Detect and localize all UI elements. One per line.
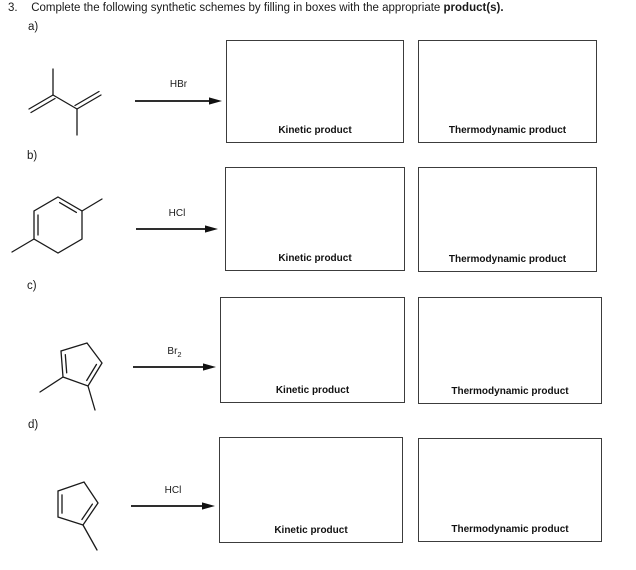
reagent-subscript: 2 [177, 350, 182, 359]
reagent-label-d: HCl [131, 485, 215, 498]
molecule-c-structure [39, 342, 103, 411]
molecule-b-structure [11, 196, 103, 254]
reagent-label-c: Br2 [133, 346, 216, 359]
thermodynamic-product-box-label: Thermodynamic product [451, 386, 569, 397]
kinetic-product-box-label: Kinetic product [278, 253, 352, 264]
thermodynamic-product-box-a[interactable]: Thermodynamic product [418, 40, 597, 143]
reagent-formula: Br [167, 346, 178, 357]
kinetic-product-box-label: Kinetic product [278, 125, 352, 136]
molecule-d-structure [57, 481, 99, 551]
question-text: Complete the following synthetic schemes… [31, 2, 441, 14]
thermodynamic-product-box-label: Thermodynamic product [448, 254, 567, 265]
question-title: 3. Complete the following synthetic sche… [8, 2, 504, 14]
reagent-formula: HCl [168, 208, 186, 219]
thermodynamic-product-box-c[interactable]: Thermodynamic product [418, 297, 602, 404]
thermodynamic-product-box-label: Thermodynamic product [448, 125, 567, 136]
thermodynamic-product-box-b[interactable]: Thermodynamic product [418, 167, 597, 272]
kinetic-product-box-a[interactable]: Kinetic product [226, 40, 404, 143]
thermodynamic-product-box-d[interactable]: Thermodynamic product [418, 438, 602, 542]
section-label-c: c) [27, 280, 37, 292]
kinetic-product-box-b[interactable]: Kinetic product [225, 167, 405, 271]
section-label-b: b) [27, 150, 38, 162]
reagent-label-a: HBr [135, 79, 222, 92]
kinetic-product-box-label: Kinetic product [275, 385, 350, 396]
reagent-label-b: HCl [136, 208, 218, 221]
reaction-arrow-c [133, 363, 216, 371]
reagent-formula: HBr [169, 79, 188, 90]
reaction-arrow-d [131, 502, 215, 510]
question-number: 3. [8, 2, 18, 14]
kinetic-product-box-c[interactable]: Kinetic product [220, 297, 405, 403]
section-label-d: d) [28, 419, 39, 431]
section-label-a: a) [28, 21, 39, 33]
reaction-arrow-b [136, 225, 218, 233]
question-text-emphasis: product(s). [443, 2, 504, 14]
reaction-arrow-a [135, 97, 222, 105]
kinetic-product-box-label: Kinetic product [274, 525, 348, 536]
reagent-formula: HCl [164, 485, 182, 496]
kinetic-product-box-d[interactable]: Kinetic product [219, 437, 403, 543]
molecule-a-structure [28, 68, 102, 136]
thermodynamic-product-box-label: Thermodynamic product [451, 524, 569, 535]
